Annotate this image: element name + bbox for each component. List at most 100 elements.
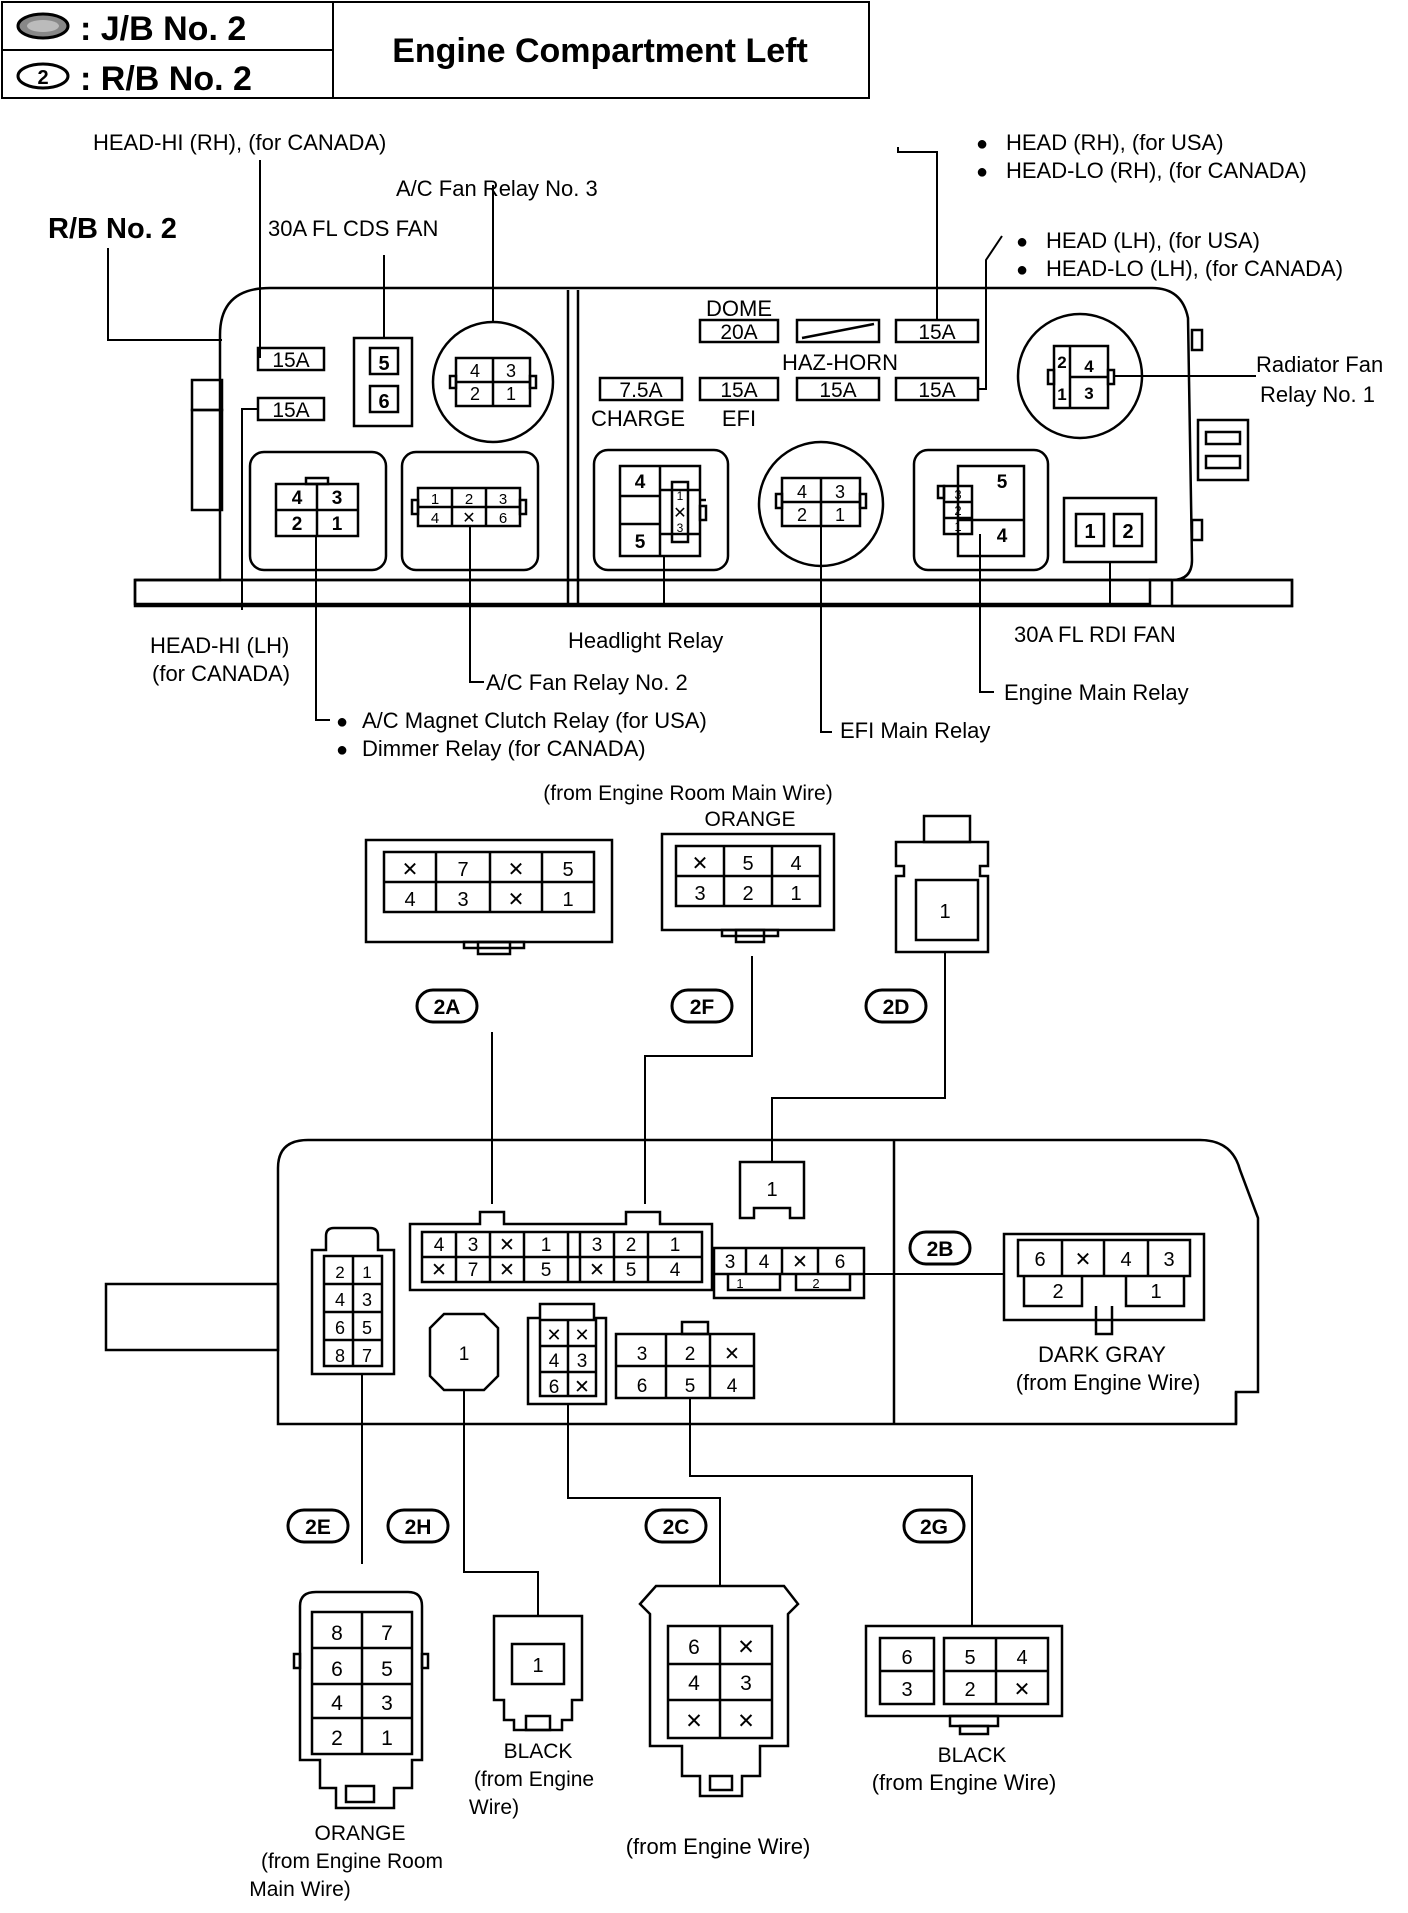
pin-label: ✕ — [574, 1325, 589, 1345]
svg-text:15A: 15A — [720, 379, 757, 402]
ac-fan-relay-3-socket — [431, 320, 555, 444]
pin-label: 2 — [812, 1276, 819, 1291]
label-ac-fan-relay-3: A/C Fan Relay No. 3 — [396, 176, 598, 201]
pin-label: 2 — [465, 491, 473, 508]
label-black-2h: BLACK — [504, 1740, 573, 1763]
pin-label: 4 — [635, 472, 646, 493]
label-from-engine-2h: (from Engine — [474, 1768, 594, 1791]
pin-label: 5 — [997, 472, 1008, 493]
svg-text:2H: 2H — [405, 1516, 432, 1539]
pin-label: ✕ — [737, 1636, 755, 1659]
jb-socket-2d — [738, 1160, 806, 1220]
label-black-2g: BLACK — [938, 1744, 1007, 1767]
svg-text:2E: 2E — [305, 1516, 331, 1539]
pin-label: 5 — [635, 532, 646, 553]
connector-2d — [894, 814, 990, 954]
svg-text:2D: 2D — [883, 996, 910, 1019]
pin-label: 3 — [637, 1344, 648, 1365]
pin-label: 1 — [954, 519, 961, 534]
fuse-slot-charge: 7.5A — [598, 376, 684, 402]
rb-symbol-text: 2 — [37, 67, 48, 89]
pin-label: 2 — [964, 1679, 975, 1701]
connector-id-2h: 2H — [386, 1508, 450, 1544]
label-head-lo-lh-canada: HEAD-LO (LH), (for CANADA) — [1046, 256, 1343, 281]
relay-block-body — [133, 286, 1294, 608]
pin-label: ✕ — [499, 1260, 515, 1281]
svg-text:2G: 2G — [920, 1516, 948, 1539]
label-from-engine-wire-2g: (from Engine Wire) — [872, 1770, 1057, 1795]
jb-symbol-icon — [16, 12, 70, 40]
connector-id-2c: 2C — [644, 1508, 708, 1544]
pin-label: 3 — [740, 1672, 752, 1695]
pin-label: 3 — [901, 1679, 912, 1701]
pin-label: 5 — [685, 1376, 696, 1397]
pin-label: 2 — [742, 883, 753, 905]
connector-2g — [864, 1624, 1064, 1736]
pin-label: 6 — [688, 1636, 700, 1659]
label-orange: ORANGE — [704, 808, 795, 831]
connector-id-2f: 2F — [670, 988, 734, 1024]
pin-label: 6 — [835, 1252, 846, 1273]
connector-2h — [492, 1614, 584, 1732]
svg-text:2A: 2A — [434, 996, 461, 1019]
pin-label: 1 — [431, 491, 439, 508]
fuse-slot: 15A — [256, 396, 326, 422]
pin-label: ✕ — [1014, 1679, 1031, 1701]
label-ac-magnet-clutch: A/C Magnet Clutch Relay (for USA) — [362, 708, 707, 733]
pin-label: 6 — [549, 1377, 560, 1398]
leader-lines — [107, 147, 1256, 733]
pin-label: 5 — [541, 1260, 552, 1281]
pin-label: 3 — [362, 1290, 372, 1310]
label-dimmer-relay: Dimmer Relay (for CANADA) — [362, 736, 646, 761]
pin-label: 2 — [954, 503, 961, 518]
label-from-engine-wire-2c: (from Engine Wire) — [626, 1834, 811, 1859]
pin-label: 5 — [381, 1658, 393, 1681]
label-efi-main-relay: EFI Main Relay — [840, 718, 990, 743]
pin-label: ✕ — [692, 853, 709, 875]
pin-label: ✕ — [685, 1710, 703, 1733]
rb-label: : R/B No. 2 — [80, 60, 252, 98]
pin-label: ✕ — [508, 889, 525, 911]
pin-label: 3 — [694, 883, 705, 905]
pin-label: ✕ — [589, 1260, 605, 1281]
bullet-icon: ● — [336, 711, 348, 733]
pin-label: 3 — [506, 361, 516, 381]
pin-label: 3 — [332, 488, 343, 509]
pin-label: 7 — [362, 1346, 372, 1366]
connector-2a — [364, 838, 614, 956]
label-wire-2h: Wire) — [469, 1796, 519, 1819]
pin-label: 3 — [725, 1252, 736, 1273]
pin-label: ✕ — [508, 859, 525, 881]
headlight-relay-socket — [592, 448, 730, 572]
pin-label: 5 — [964, 1647, 975, 1669]
pin-label: 6 — [378, 391, 389, 413]
label-head-lh-usa: HEAD (LH), (for USA) — [1046, 228, 1260, 253]
fuse-slot-efi: 15A — [698, 376, 780, 402]
fuse-slot-dome: 20A — [698, 318, 780, 344]
pin-label: 1 — [562, 889, 573, 911]
jb-socket-2h — [428, 1312, 500, 1392]
svg-text:15A: 15A — [272, 399, 309, 422]
pin-label: 2 — [685, 1344, 696, 1365]
connector-2c — [638, 1584, 800, 1798]
label-headlight-relay: Headlight Relay — [568, 628, 723, 653]
pin-label: 1 — [362, 1263, 371, 1282]
pin-label: 4 — [431, 510, 439, 527]
bullet-icon: ● — [976, 133, 988, 155]
pin-label: 4 — [1084, 357, 1094, 376]
connector-id-2d: 2D — [864, 988, 928, 1024]
pin-label: 6 — [1034, 1249, 1045, 1271]
label-engine-main-relay: Engine Main Relay — [1004, 680, 1189, 705]
pin-label: 3 — [457, 889, 468, 911]
label-fl-rdi-fan: 30A FL RDI FAN — [1014, 622, 1176, 647]
label-head-rh-usa: HEAD (RH), (for USA) — [1006, 130, 1224, 155]
pin-label: 1 — [332, 514, 343, 535]
fuse-slot: 15A — [894, 318, 980, 344]
jb-socket-2c — [526, 1302, 608, 1406]
pin-label: ✕ — [673, 505, 686, 522]
label-efi: EFI — [722, 406, 756, 431]
pin-label: 6 — [901, 1647, 912, 1669]
pin-label: ✕ — [574, 1377, 590, 1398]
pin-label: ✕ — [499, 1235, 515, 1256]
pin-label: ✕ — [1075, 1249, 1092, 1271]
